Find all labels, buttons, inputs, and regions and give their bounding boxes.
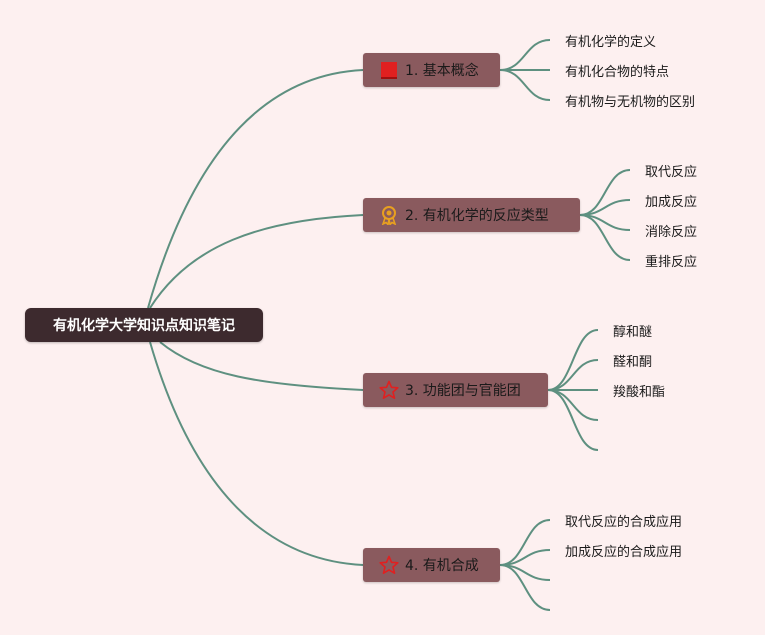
connector-branch-2-leaf-4 <box>579 214 631 261</box>
leaf-node[interactable]: 有机化合物的特点 <box>565 64 670 80</box>
award-medal-icon <box>381 206 397 225</box>
connector-root-branch-2 <box>149 214 364 309</box>
branch-node-4-label: 4. 有机合成 <box>405 558 479 574</box>
connector-branch-4-leaf-4 <box>499 564 551 611</box>
connector-branch-3-leaf-4 <box>547 389 599 421</box>
connector-branch-3-leaf-5 <box>547 389 599 451</box>
connector-root-branch-3 <box>159 341 364 391</box>
branch-node-1-label: 1. 基本概念 <box>405 63 479 79</box>
leaf-node[interactable]: 有机化学的定义 <box>565 34 657 50</box>
leaf-node[interactable]: 重排反应 <box>645 254 698 270</box>
star-outline-icon <box>379 555 399 575</box>
leaf-node[interactable]: 醇和醚 <box>613 324 653 340</box>
leaf-node[interactable]: 醛和酮 <box>613 354 653 370</box>
connector-root-branch-1 <box>147 69 364 309</box>
leaf-node[interactable]: 取代反应 <box>645 164 698 180</box>
leaf-node[interactable]: 取代反应的合成应用 <box>565 514 683 530</box>
branch-node-3[interactable]: 3. 功能团与官能团 <box>363 373 548 407</box>
branch-node-1[interactable]: 1. 基本概念 <box>363 53 500 87</box>
star-outline-icon <box>379 380 399 400</box>
branch-node-3-label: 3. 功能团与官能团 <box>405 383 521 399</box>
leaf-node[interactable]: 加成反应 <box>645 194 698 210</box>
branch-node-2-label: 2. 有机化学的反应类型 <box>405 208 549 224</box>
connector-branch-3-leaf-2 <box>547 359 599 391</box>
leaf-node[interactable]: 加成反应的合成应用 <box>565 544 683 560</box>
root-node-label: 有机化学大学知识点知识笔记 <box>53 318 235 334</box>
connector-branch-1-leaf-1 <box>499 39 551 71</box>
root-node[interactable]: 有机化学大学知识点知识笔记 <box>25 308 263 342</box>
connector-root-branch-4 <box>149 341 364 566</box>
connector-branch-1-leaf-3 <box>499 69 551 101</box>
leaf-node[interactable]: 羧酸和酯 <box>613 384 666 400</box>
branch-node-2[interactable]: 2. 有机化学的反应类型 <box>363 198 580 232</box>
branch-node-4[interactable]: 4. 有机合成 <box>363 548 500 582</box>
leaf-node[interactable]: 消除反应 <box>645 224 698 240</box>
red-flag-square-icon <box>381 62 397 79</box>
connector-branch-3-leaf-1 <box>547 329 599 391</box>
leaf-node[interactable]: 有机物与无机物的区别 <box>565 94 696 110</box>
